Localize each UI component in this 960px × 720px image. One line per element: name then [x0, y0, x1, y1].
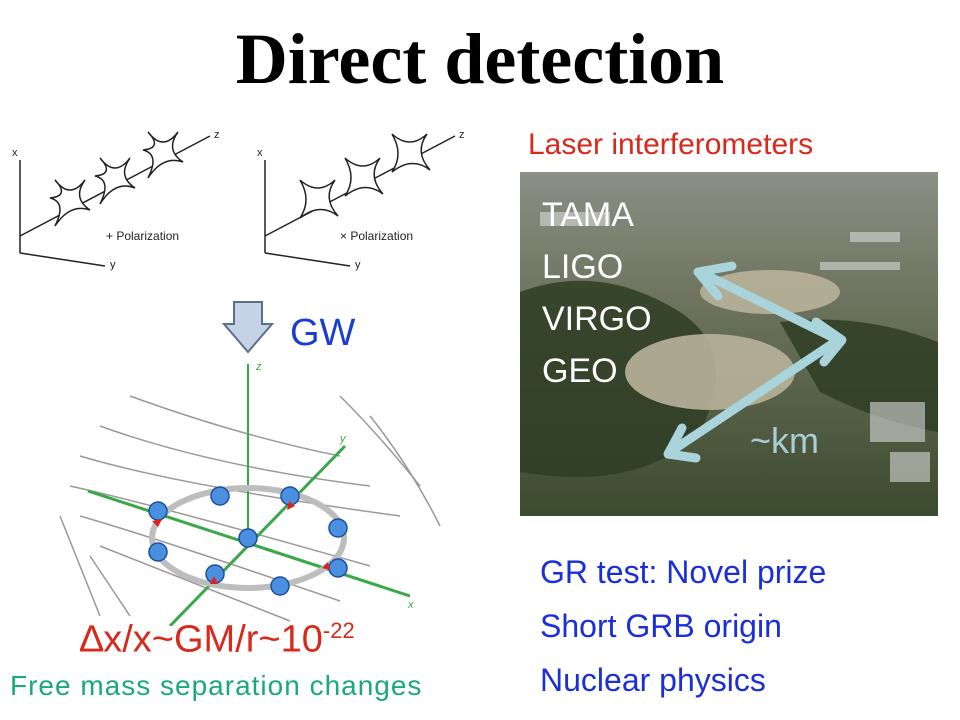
plus-deformation-1	[49, 179, 91, 227]
gw-down-arrow-icon	[222, 301, 274, 354]
cross-deformation-3	[391, 133, 431, 173]
interferometer-arms	[665, 267, 843, 457]
free-mass-ring-diagram: z y x	[59, 361, 441, 626]
ring-y-label: y	[339, 433, 347, 445]
cross-polarization-label: × Polarization	[340, 229, 413, 243]
detector-tama: TAMA	[542, 196, 634, 234]
detector-ligo: LIGO	[542, 248, 624, 286]
cross-deformation-1	[299, 179, 339, 219]
note-nuclear-physics: Nuclear physics	[540, 662, 766, 698]
masses	[148, 486, 348, 596]
laser-interferometers-heading: Laser interferometers	[528, 128, 814, 161]
slide-title: Direct detection	[235, 19, 725, 99]
plus-polarization-label: + Polarization	[106, 229, 179, 243]
interferometer-aerial-photo: TAMA LIGO VIRGO GEO ~km	[520, 172, 938, 516]
polarization-diagrams: x y z x y z + Polarization × Polarizatio…	[12, 129, 465, 271]
ring-x-label: x	[407, 599, 414, 611]
cross-y-axis	[264, 252, 351, 267]
detector-geo: GEO	[542, 352, 618, 390]
cross-deformation-2	[344, 157, 384, 197]
cross-axis-z-label: z	[459, 129, 465, 141]
formula-exponent: -22	[322, 618, 355, 643]
formula-main: ∆x/x~GM/r~10	[80, 618, 323, 661]
note-gr-test: GR test: Novel prize	[540, 554, 827, 590]
aerial-photo-image	[520, 172, 938, 516]
plus-axis-y-label: y	[110, 259, 116, 271]
note-short-grb: Short GRB origin	[540, 608, 782, 644]
arm-length-label: ~km	[750, 420, 820, 461]
free-mass-caption: Free mass separation changes	[10, 670, 423, 701]
cross-axis-x-label: x	[257, 147, 263, 159]
cross-axis-y-label: y	[355, 259, 361, 271]
displacement-arrows	[152, 501, 330, 584]
ring-z-label: z	[255, 361, 262, 373]
plus-deformation-3	[142, 131, 184, 179]
plus-deformation-2	[94, 157, 136, 205]
motivation-list: GR test: Novel prize Short GRB origin Nu…	[540, 545, 826, 707]
detector-virgo: VIRGO	[542, 300, 652, 338]
plus-axis-x-label: x	[12, 147, 18, 159]
plus-axis-z-label: z	[214, 129, 220, 141]
mass-ring	[149, 485, 347, 591]
strain-formula: ∆x/x~GM/r~10-22	[80, 618, 355, 662]
field-lines	[59, 395, 441, 622]
gw-label: GW	[290, 312, 356, 354]
plus-y-axis	[19, 252, 106, 267]
